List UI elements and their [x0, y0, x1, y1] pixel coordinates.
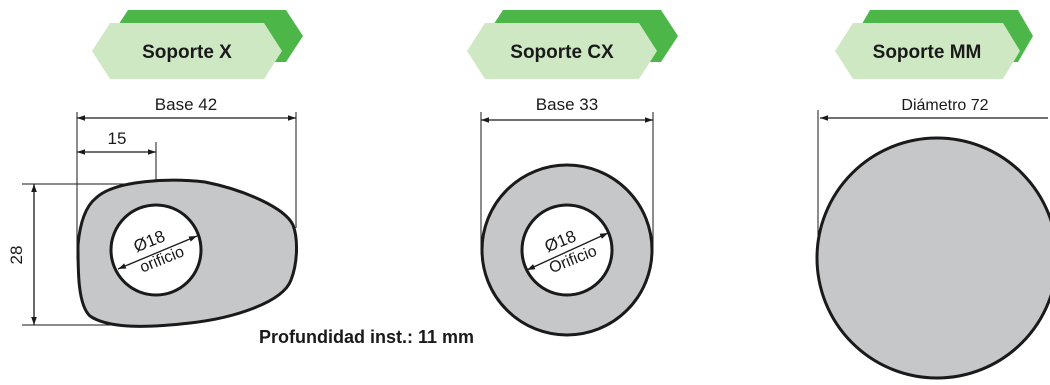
mount-cx-hole [520, 203, 614, 297]
mount-mm-base-shape [815, 136, 1050, 380]
mount-mm-group: Soporte MM Diámetro 72 [815, 10, 1050, 380]
mount-x-base-label: Base 42 [155, 95, 217, 114]
mount-mm-badge: Soporte MM [835, 10, 1033, 79]
mount-cx-badge: Soporte CX [467, 10, 678, 79]
mount-x-offset-label: 15 [108, 129, 127, 148]
mount-cx-badge-label: Soporte CX [510, 42, 614, 63]
mount-mm-diameter-label: Diámetro 72 [901, 97, 988, 114]
mount-x-hole [109, 203, 203, 297]
mount-cx-base-label: Base 33 [536, 95, 598, 114]
mount-x-height-label: 28 [7, 246, 26, 265]
mount-mm-badge-label: Soporte MM [873, 42, 982, 63]
mount-cx-group: Soporte CX Base 33 Ø18 Orificio [467, 10, 678, 337]
mount-x-badge: Soporte X [92, 10, 303, 79]
installation-depth-note: Profundidad inst.: 11 mm [259, 327, 474, 347]
mount-x-group: Soporte X Base 42 15 28 Ø18 orificio [7, 10, 303, 328]
mount-x-badge-label: Soporte X [142, 42, 232, 63]
